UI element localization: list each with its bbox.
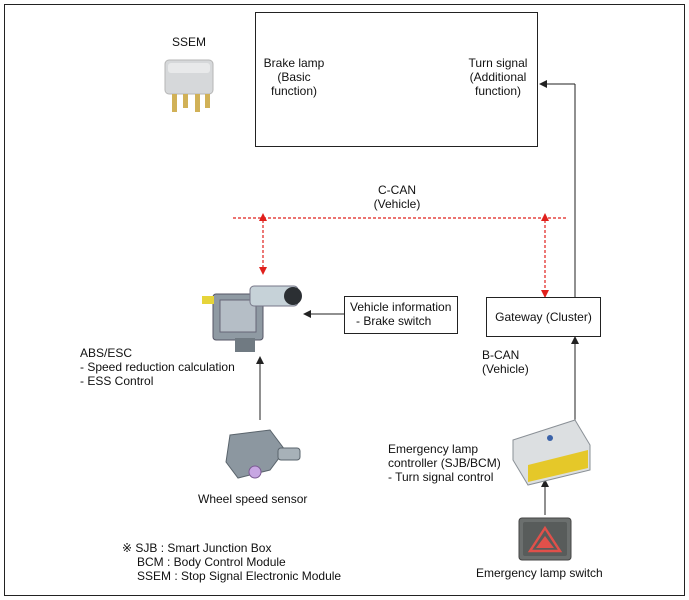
wheel-speed-sensor-label: Wheel speed sensor	[198, 492, 308, 506]
sjb-bcm-unit-image	[512, 419, 591, 486]
c-can-label: C-CAN (Vehicle)	[357, 183, 437, 211]
turn-signal-line-1: Turn signal	[468, 56, 528, 70]
emergency-controller-line-2: controller (SJB/BCM)	[388, 456, 501, 470]
vehicle-lamps-box	[255, 12, 538, 147]
note-bcm: BCM : Body Control Module	[137, 555, 286, 569]
abbreviation-notes: ※ SJB : Smart Junction Box BCM : Body Co…	[122, 541, 341, 583]
ssem-relay-image	[164, 59, 214, 112]
note-sjb: ※ SJB : Smart Junction Box	[122, 541, 272, 555]
emergency-switch-label: Emergency lamp switch	[476, 566, 603, 580]
turn-signal-label: Turn signal (Additional function)	[458, 56, 538, 98]
abs-esc-line-1: ABS/ESC	[80, 346, 133, 360]
ssem-label: SSEM	[172, 35, 207, 49]
emergency-controller-line-1: Emergency lamp	[388, 442, 479, 456]
note-ssem: SSEM : Stop Signal Electronic Module	[137, 569, 342, 583]
turn-signal-line-2: (Additional	[469, 70, 527, 84]
vehicle-information-line-1: Vehicle information	[350, 300, 452, 314]
brake-lamp-line-2: (Basic	[277, 70, 311, 84]
vehicle-information-label: Vehicle information - Brake switch	[350, 300, 451, 328]
vehicle-information-line-2: - Brake switch	[356, 314, 432, 328]
outer-frame	[4, 4, 685, 596]
brake-lamp-line-3: function)	[270, 84, 318, 98]
c-can-line-1: C-CAN	[378, 183, 416, 197]
abs-esc-line-2: - Speed reduction calculation	[80, 360, 235, 374]
brake-lamp-label: Brake lamp (Basic function)	[258, 56, 330, 98]
abs-esc-label: ABS/ESC - Speed reduction calculation - …	[80, 346, 235, 388]
turn-signal-line-3: function)	[474, 84, 522, 98]
b-can-line-2: (Vehicle)	[482, 362, 529, 376]
b-can-label: B-CAN (Vehicle)	[482, 348, 529, 376]
c-can-line-2: (Vehicle)	[373, 197, 421, 211]
wheel-speed-sensor-image	[225, 429, 301, 479]
abs-esc-unit-image	[202, 285, 302, 352]
b-can-line-1: B-CAN	[482, 348, 520, 362]
emergency-controller-line-3: - Turn signal control	[388, 470, 494, 484]
hazard-switch-image	[518, 517, 572, 561]
abs-esc-line-3: - ESS Control	[80, 374, 154, 388]
brake-lamp-line-1: Brake lamp	[263, 56, 325, 70]
gateway-box	[486, 297, 601, 337]
emergency-controller-label: Emergency lamp controller (SJB/BCM) - Tu…	[388, 442, 501, 484]
gateway-label: Gateway (Cluster)	[495, 310, 592, 324]
vehicle-information-box	[344, 296, 458, 334]
